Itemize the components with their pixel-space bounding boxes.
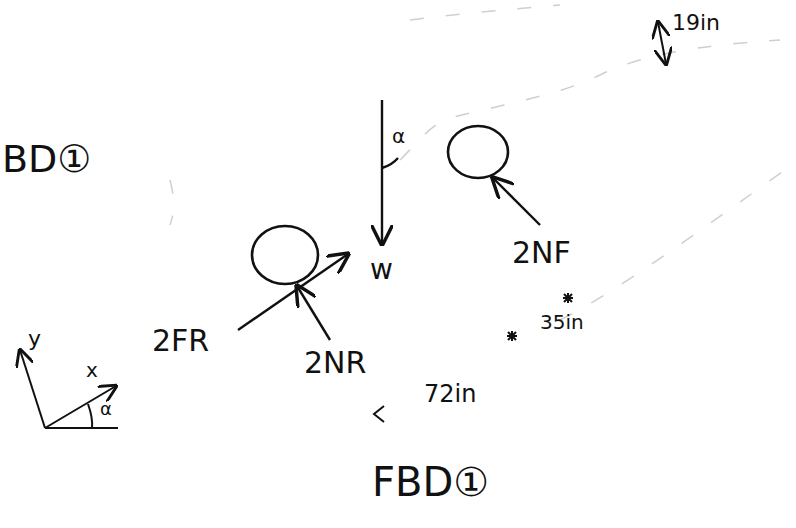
dimension-marks <box>374 22 666 422</box>
force-label: 72in <box>424 382 476 406</box>
force-label: x <box>86 360 98 380</box>
force-label: 2FR <box>152 326 209 356</box>
force-label: 2NF <box>512 238 571 268</box>
wheel-symbol <box>252 126 508 284</box>
force-label: α <box>392 126 405 146</box>
diagram-title: FBD① <box>372 462 489 502</box>
force-label: 35in <box>540 312 584 332</box>
diagram-title: BD① <box>2 140 91 178</box>
force-label: α <box>100 400 112 418</box>
faint-background-lines <box>170 5 785 320</box>
force-label: 2NR <box>304 348 366 378</box>
force-label: 19in <box>672 12 720 34</box>
force-arrow <box>238 100 540 340</box>
force-label: y <box>28 328 41 350</box>
axis-triad <box>20 350 118 428</box>
force-label: w <box>370 256 393 284</box>
